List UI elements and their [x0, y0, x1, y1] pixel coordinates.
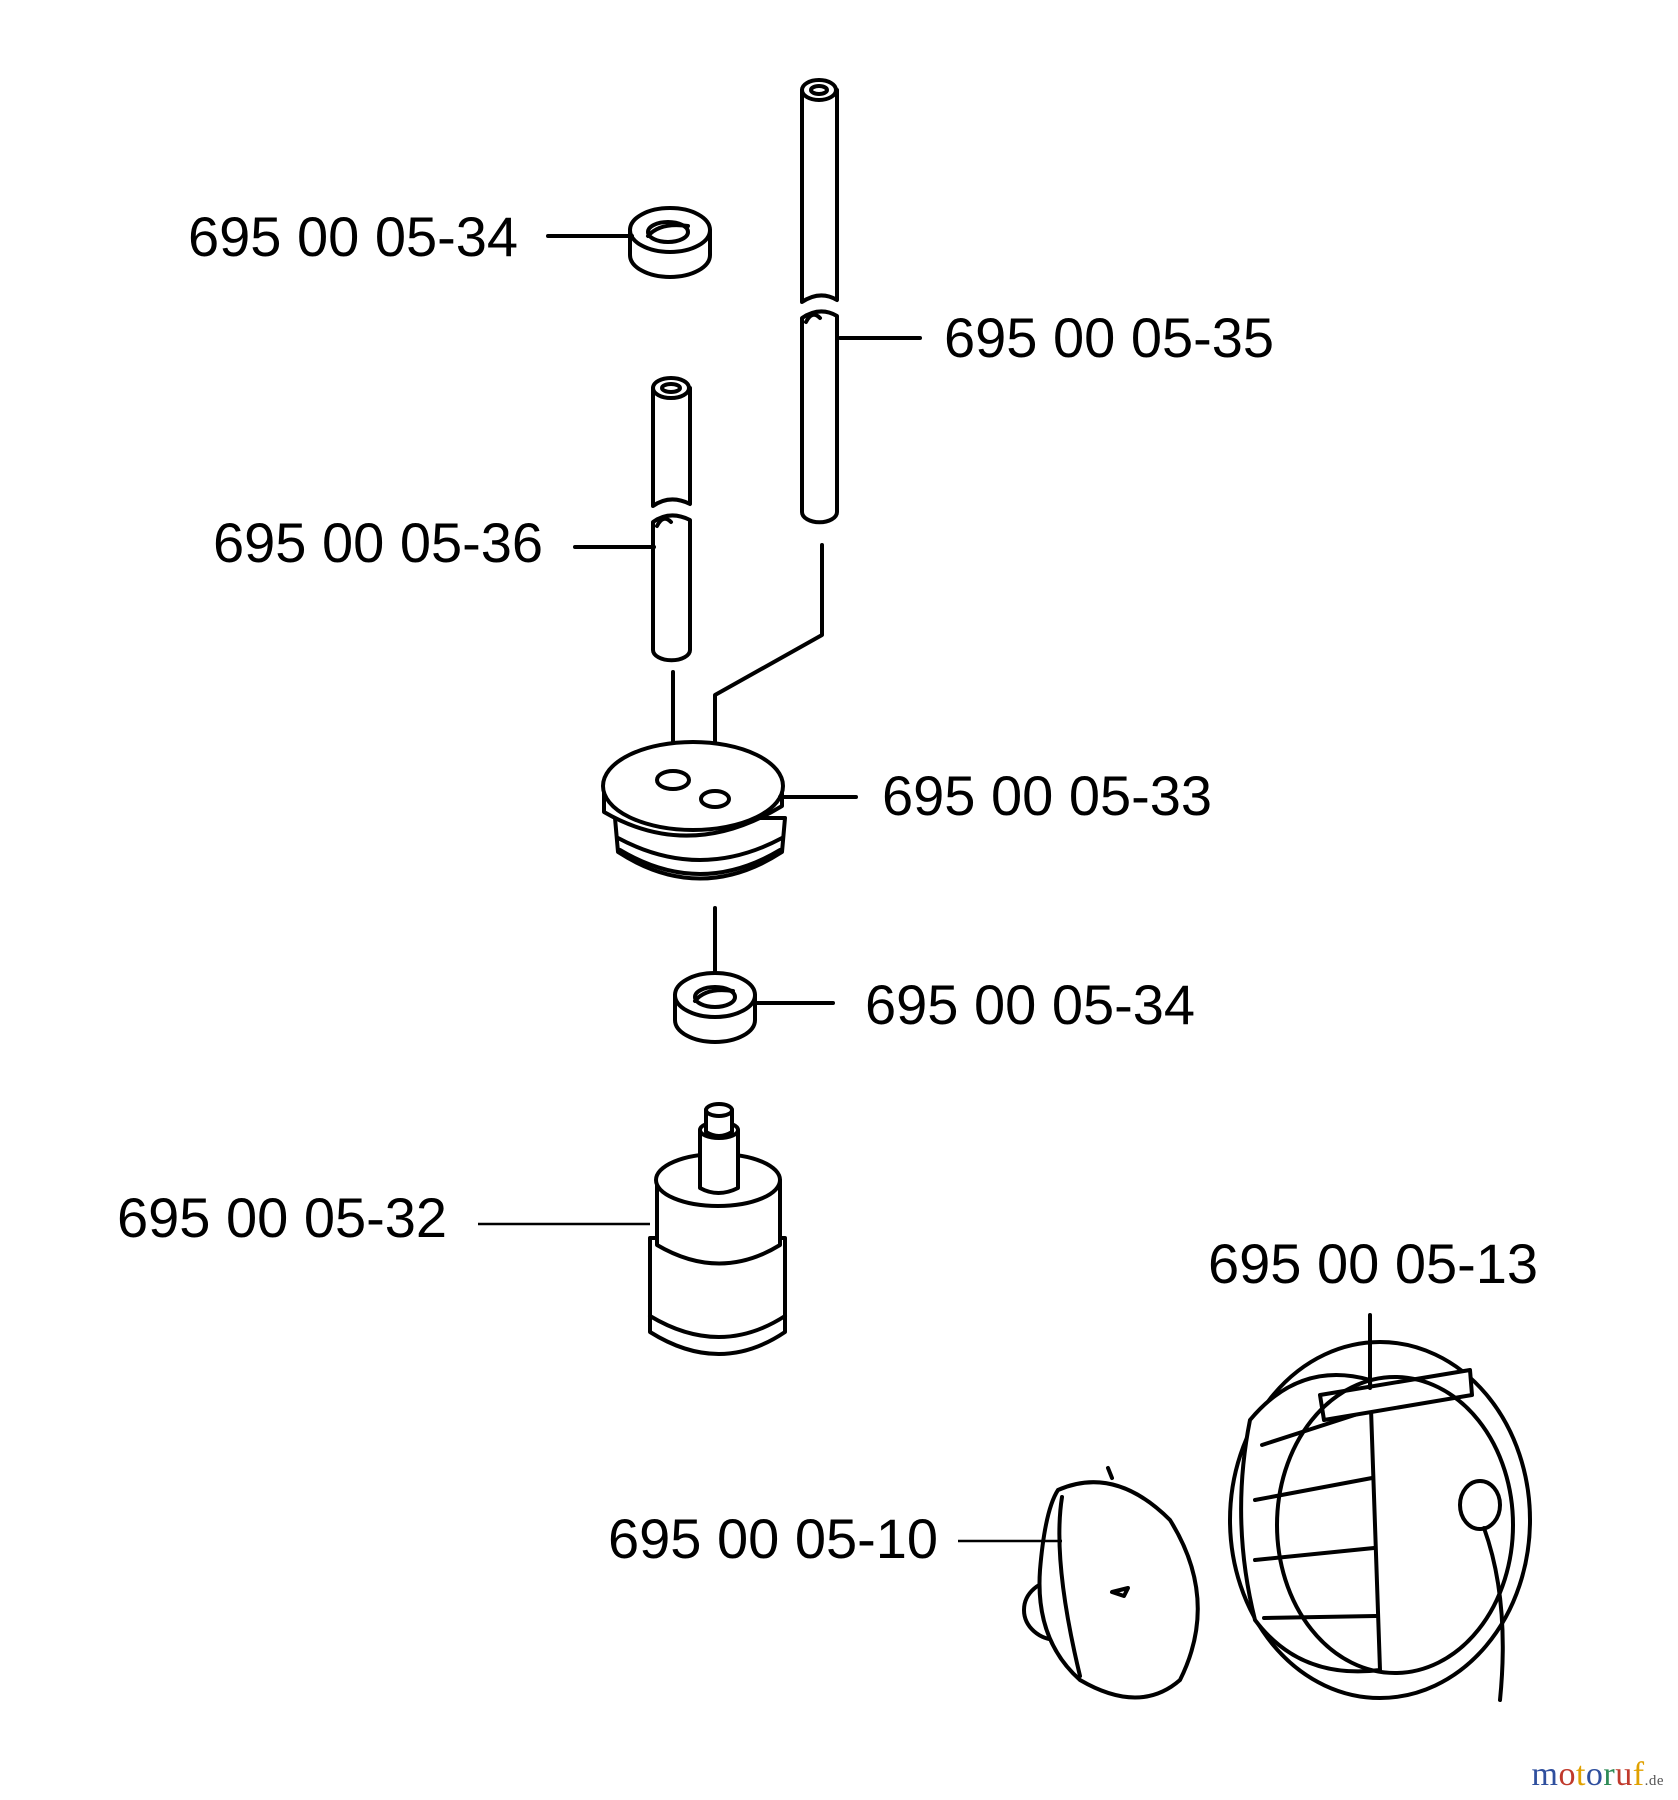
part-number-grommet: 695 00 05-33	[882, 764, 1212, 827]
seal-bottom-drawing	[673, 971, 757, 1044]
part-number-seal-top: 695 00 05-34	[188, 205, 518, 268]
watermark-tld: .de	[1644, 1773, 1664, 1789]
part-number-cap-gasket: 695 00 05-10	[608, 1507, 938, 1570]
hose-long-drawing	[800, 78, 839, 525]
tank-cap-drawing	[1228, 1340, 1532, 1702]
watermark-letter: m	[1531, 1756, 1559, 1793]
watermark-letter: r	[1603, 1756, 1616, 1793]
watermark-letter: u	[1615, 1756, 1633, 1793]
hose-short-drawing	[651, 376, 692, 663]
part-number-filter: 695 00 05-32	[117, 1186, 447, 1249]
seal-top-drawing	[628, 206, 712, 279]
watermark-letter: t	[1575, 1756, 1586, 1793]
grommet-drawing	[601, 740, 787, 881]
filter-drawing	[648, 1102, 787, 1356]
watermark-letter: o	[1585, 1756, 1604, 1793]
part-number-hose-long: 695 00 05-35	[944, 306, 1274, 369]
watermark-letter: o	[1558, 1756, 1576, 1793]
part-number-tank-cap: 695 00 05-13	[1208, 1232, 1538, 1295]
cap-gasket-drawing	[1022, 1466, 1200, 1700]
connector-hose-long-to-grommet	[713, 543, 824, 780]
part-number-hose-short: 695 00 05-36	[213, 511, 543, 574]
watermark-letter: f	[1632, 1756, 1645, 1793]
watermark-logo: motoruf.de	[1532, 1756, 1664, 1794]
part-number-seal-bottom: 695 00 05-34	[865, 973, 1195, 1036]
